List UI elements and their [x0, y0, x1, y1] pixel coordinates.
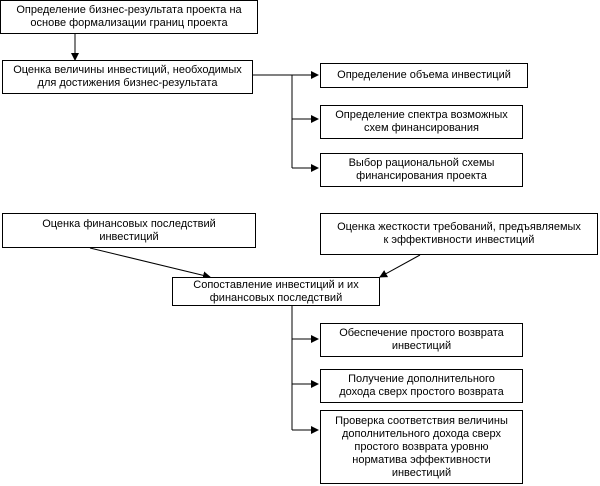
connector-financial-to-comparison	[89, 247, 211, 280]
node-define-business-result: Определение бизнес-результата проекта на…	[0, 0, 258, 34]
node-comparison: Сопоставление инвестиций и их финансовых…	[172, 277, 380, 306]
connector-requirements-to-comparison	[379, 254, 421, 278]
node-verification: Проверка соответствия величины дополните…	[320, 410, 523, 484]
node-additional-income: Получение дополнительного дохода сверх п…	[320, 369, 523, 403]
node-financing-schemes: Определение спектра возможных схем финан…	[320, 105, 523, 139]
node-estimate-investments: Оценка величины инвестиций, необходимых …	[2, 60, 253, 94]
node-simple-return: Обеспечение простого возврата инвестиций	[320, 323, 523, 357]
node-efficiency-requirements: Оценка жесткости требований, предъявляем…	[320, 213, 598, 255]
node-rational-scheme: Выбор рациональной схемы финансирования …	[320, 153, 523, 187]
node-financial-consequences: Оценка финансовых последствий инвестиций	[2, 213, 256, 248]
node-investment-volume: Определение объема инвестиций	[320, 63, 528, 88]
